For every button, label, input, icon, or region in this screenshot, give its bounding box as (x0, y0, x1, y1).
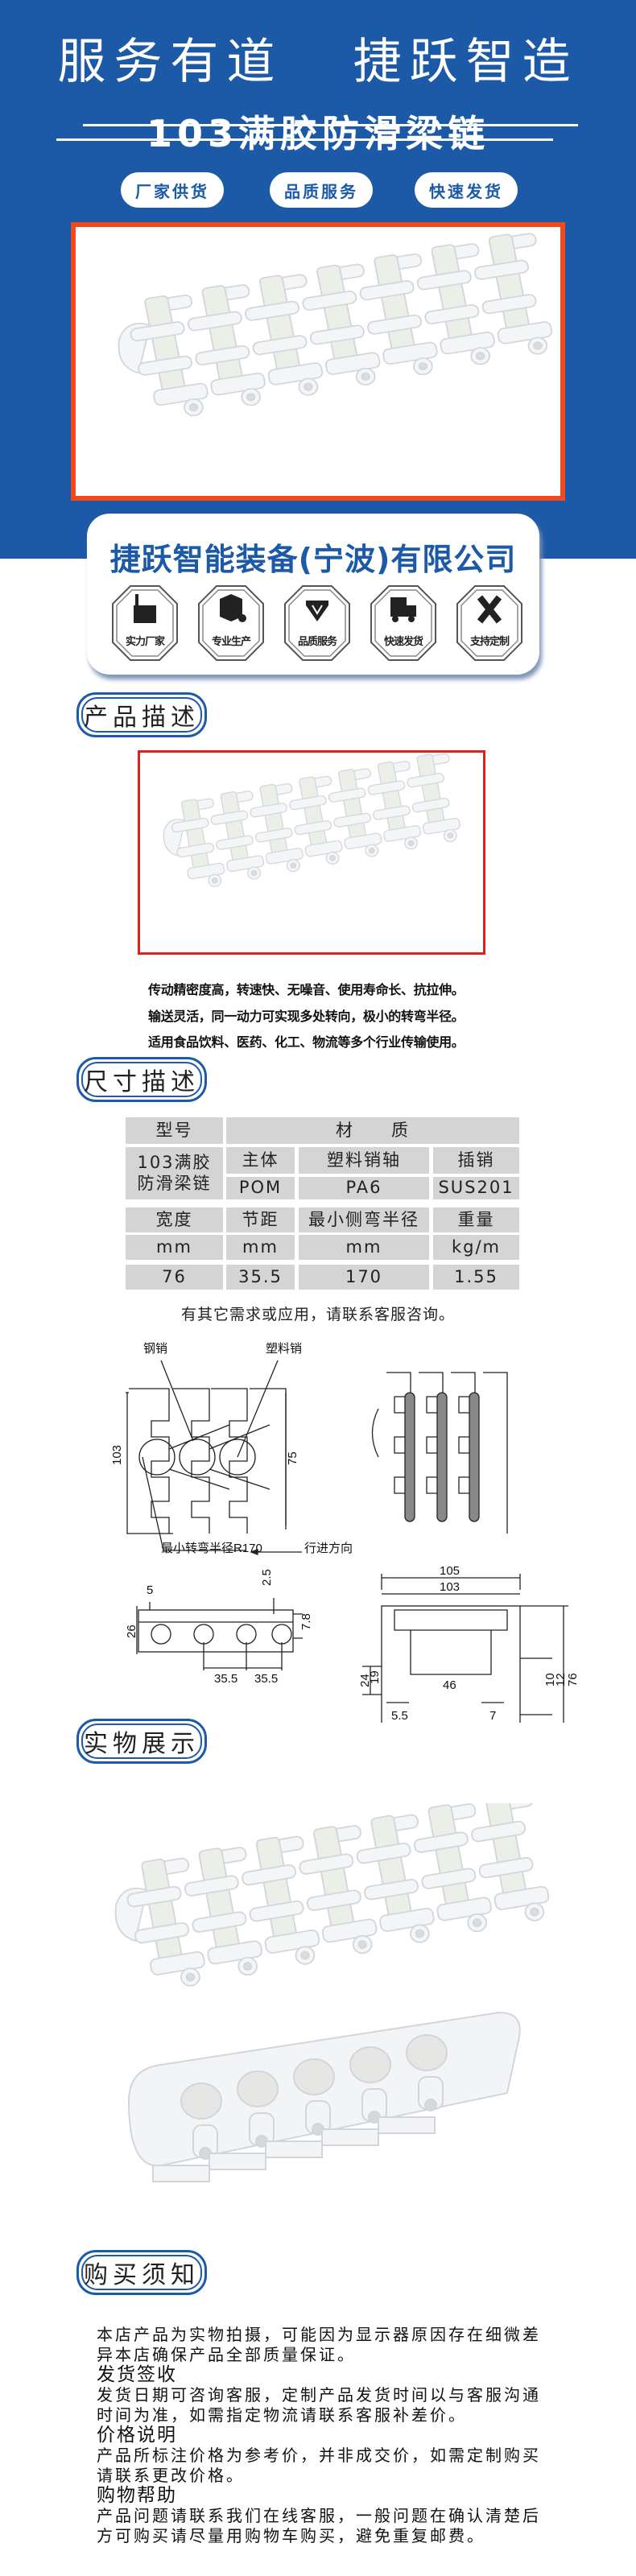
feature-label: 快速发货 (383, 636, 423, 648)
feature-label: 实力厂家 (125, 636, 165, 648)
feature-label: 专业生产 (211, 636, 251, 648)
material-col: 插销 (433, 1147, 519, 1174)
diamond-icon (284, 585, 350, 661)
buy-text: 产品问题请联系我们在线客服，一般问题在确认清楚后方可购买请尽量用购物车购买，避免… (97, 2506, 541, 2545)
section-badge-size-desc: 尺寸描述 (76, 1057, 207, 1102)
product-photo-side (127, 2011, 521, 2182)
dim: 76 (566, 1673, 580, 1686)
section-title: 产品描述 (84, 704, 200, 732)
spec-units: mm (126, 1235, 223, 1260)
spec-values: 1.55 (433, 1265, 519, 1290)
pill-quality-service: 品质服务 (270, 172, 373, 208)
dim: 7 (489, 1709, 496, 1723)
section-title: 实物展示 (84, 1730, 200, 1758)
header-material: 材 质 (226, 1117, 519, 1144)
spec-dim-headers: 节距 (226, 1208, 295, 1232)
desc-line: 适用食品饮料、医药、化工、物流等多个行业传输使用。 (148, 1034, 465, 1050)
buy-notice-text: 本店产品为实物拍摄，可能因为显示器原因存在细微差异本店确保产品全部质量保证。 发… (97, 2325, 547, 2546)
dim: 10 (543, 1673, 557, 1686)
factory-icon (112, 585, 178, 661)
spec-dim-headers: 宽度 (126, 1208, 223, 1232)
material-val: SUS201 (433, 1177, 519, 1199)
dim-75: 75 (286, 1451, 299, 1465)
box-gear-icon (198, 585, 264, 661)
section-badge-real-show: 实物展示 (76, 1719, 207, 1764)
desc-line: 传动精密度高，转速快、无噪音、使用寿命长、抗拉伸。 (148, 982, 465, 997)
feature-badge: 支持定制 (454, 583, 525, 663)
section-badge-buy-notice: 购买须知 (76, 2250, 207, 2295)
dim: 53 (444, 1720, 458, 1723)
pill-fast-delivery: 快速发货 (415, 172, 518, 208)
label-min-radius: 最小转弯半径R170 (161, 1542, 262, 1555)
dim: 26 (125, 1624, 138, 1638)
model-value: 103满胶 防滑梁链 (126, 1147, 223, 1199)
product-image (138, 750, 485, 955)
dim: 2.5 (260, 1569, 274, 1586)
material-col: 主体 (226, 1147, 295, 1174)
section-title: 购买须知 (84, 2261, 200, 2289)
slogan: 服务有道 捷跃智造 (57, 34, 579, 90)
feature-badge: 品质服务 (282, 583, 353, 663)
buy-heading: 发货签收 (97, 2364, 177, 2385)
header-model: 型号 (126, 1117, 223, 1144)
company-card: 捷跃智能装备(宁波)有限公司 实力厂家 专业生产 品质服务 快速发货 支持定制 (87, 514, 539, 675)
buy-text: 产品所标注价格为参考价，并非成交价，如需定制购买请联系更改价格。 (97, 2446, 541, 2485)
label-steel-pin: 钢销 (143, 1342, 167, 1356)
spec-values: 35.5 (226, 1265, 295, 1290)
pill-factory-supply: 厂家供货 (121, 172, 224, 208)
divider (56, 138, 553, 141)
company-name: 捷跃智能装备(宁波)有限公司 (109, 542, 517, 577)
material-val: PA6 (299, 1177, 429, 1199)
dim-103: 103 (110, 1445, 124, 1465)
material-val: POM (226, 1177, 295, 1199)
feature-badge: 实力厂家 (109, 583, 180, 663)
ruler-pencil-icon (456, 585, 522, 661)
hero-product-image (71, 222, 565, 501)
dim: 12 (554, 1673, 568, 1686)
spec-dim-headers: 最小侧弯半径 (299, 1208, 429, 1232)
section-title: 尺寸描述 (84, 1068, 200, 1096)
divider (83, 124, 578, 126)
truck-icon (370, 585, 436, 661)
buy-text: 发货日期可咨询客服，定制产品发货时间以与客服沟通时间为准，如需指定物流请联系客服… (97, 2385, 541, 2425)
dim-5-5: 5.5 (391, 1709, 408, 1723)
material-col: 塑料销轴 (299, 1147, 429, 1174)
dim: 103 (440, 1580, 460, 1594)
spec-units: kg/m (433, 1235, 519, 1260)
dim: 105 (440, 1564, 460, 1578)
buy-heading: 价格说明 (97, 2425, 177, 2446)
dim: 19 (368, 1670, 382, 1684)
feature-label: 支持定制 (469, 636, 510, 648)
feature-badge: 专业生产 (196, 583, 266, 663)
desc-line: 输送灵活，同一动力可实现多处转向，极小的转弯半径。 (148, 1009, 465, 1024)
spec-units: mm (299, 1235, 429, 1260)
buy-heading: 购物帮助 (97, 2485, 177, 2506)
spec-dim-headers: 重量 (433, 1208, 519, 1232)
dim-pitch: 35.5 (254, 1672, 278, 1686)
product-photo-top (97, 1803, 564, 2004)
contact-note: 有其它需求或应用，请联系客服咨询。 (180, 1306, 455, 1323)
dim-pitch: 35.5 (214, 1672, 237, 1686)
dim: 7.8 (299, 1613, 313, 1630)
feature-badge: 快速发货 (368, 583, 439, 663)
buy-intro: 本店产品为实物拍摄，可能因为显示器原因存在细微差异本店确保产品全部质量保证。 (97, 2325, 541, 2364)
dim: 46 (443, 1678, 456, 1692)
dim: 24 (358, 1674, 372, 1687)
spec-units: mm (226, 1235, 295, 1260)
technical-drawing: 钢销 塑料销 103 75 最小转弯半径R170 行进方向 5 2.5 26 7… (110, 1342, 580, 1723)
chain-image (76, 227, 560, 496)
section-badge-product-desc: 产品描述 (76, 692, 207, 737)
label-direction: 行进方向 (304, 1542, 353, 1555)
spec-values: 76 (126, 1265, 223, 1290)
chain-image (140, 753, 483, 952)
label-plastic-pin: 塑料销 (266, 1342, 302, 1356)
product-title: 103满胶防滑梁链 (146, 112, 490, 155)
dim: 5 (147, 1583, 153, 1597)
spec-values: 170 (299, 1265, 429, 1290)
feature-label: 品质服务 (297, 636, 337, 648)
